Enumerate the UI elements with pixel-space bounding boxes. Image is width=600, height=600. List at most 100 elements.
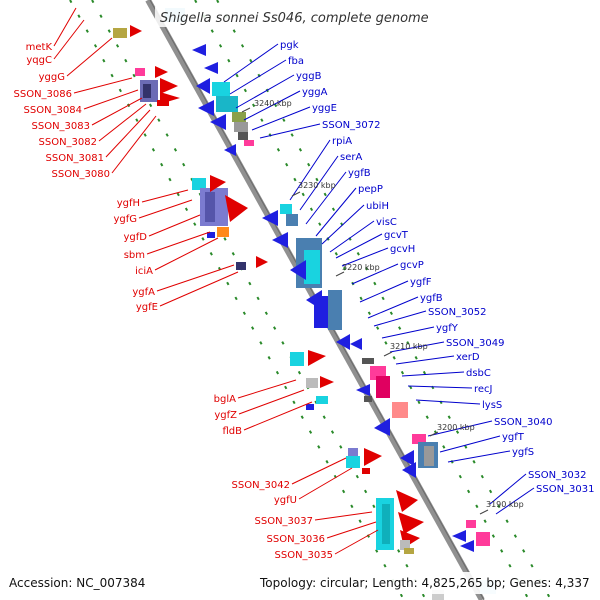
gene-label: ubiH (366, 201, 389, 212)
label-leader-line (105, 109, 151, 158)
feature-block (205, 192, 215, 222)
feature-block (306, 404, 314, 410)
gene-label: ygfG (113, 214, 137, 225)
label-leader-line (395, 355, 455, 365)
feature-arrow (356, 384, 370, 396)
label-leader-line (154, 237, 219, 271)
label-leader-line (373, 310, 427, 327)
feature-block (290, 352, 304, 366)
label-leader-line (439, 435, 501, 453)
tick-label: 3200 kbp (437, 423, 475, 432)
gene-label: ygfU (274, 495, 297, 506)
label-leader-line (243, 90, 301, 121)
feature-block (286, 214, 298, 226)
label-leader-line (159, 271, 239, 307)
footer-backdrop (0, 572, 600, 594)
tick-label: 3230 kbp (298, 181, 336, 190)
right-gene-labels: pgkfbayggByggAyggESSON_3072rpiAserAygfBp… (280, 40, 595, 495)
feature-block (280, 204, 292, 214)
gene-label: SSON_3080 (52, 169, 111, 180)
feature-block (364, 396, 372, 402)
feature-block (412, 434, 426, 444)
gene-label: ygfF (410, 277, 432, 288)
feature-block (400, 540, 410, 550)
feature-arrow (198, 100, 214, 116)
tick-mark (241, 107, 251, 113)
feature-block (304, 250, 320, 284)
gene-label: SSON_3035 (275, 550, 334, 561)
gene-label: iciA (135, 266, 153, 277)
tick-mark (479, 509, 489, 515)
label-leader-line (235, 74, 295, 109)
label-leader-line (326, 521, 377, 539)
label-leader-line (351, 263, 399, 285)
label-leader-line (381, 326, 435, 339)
label-leader-line (53, 19, 85, 60)
feature-block (392, 402, 408, 418)
gene-label: gcvT (384, 230, 409, 241)
label-leader-line (291, 457, 347, 485)
gene-label: ygfS (512, 447, 534, 458)
left-features (113, 25, 424, 554)
feature-arrow (452, 530, 466, 542)
label-leader-line (299, 155, 339, 211)
label-leader-line (289, 139, 331, 201)
tick-label: 3190 kbp (486, 500, 524, 509)
gene-label: SSON_3031 (536, 484, 595, 495)
gene-label: SSON_3037 (255, 516, 314, 527)
gene-label: dsbC (466, 368, 491, 379)
feature-arrow (290, 260, 306, 280)
feature-arrow (398, 512, 424, 534)
tick-mark (429, 431, 439, 437)
feature-block (306, 378, 318, 388)
gene-label: ygfE (136, 302, 158, 313)
genome-summary-text: Topology: circular; Length: 4,825,265 bp… (259, 576, 590, 590)
gene-label: SSON_3049 (446, 338, 505, 349)
left-gene-labels: metKyqgCyggGSSON_3086SSON_3084SSON_3083S… (14, 42, 334, 561)
feature-block (316, 396, 328, 404)
gene-label: ygfT (502, 432, 525, 443)
label-leader-line (146, 231, 211, 255)
label-leader-line (315, 187, 357, 237)
feature-arrow (272, 232, 288, 248)
tick-label: 3210 kbp (390, 342, 428, 351)
label-leader-line (111, 115, 157, 174)
feature-block (212, 82, 230, 96)
gene-label: bglA (214, 394, 236, 405)
label-leader-line (98, 103, 147, 142)
label-leader-line (148, 214, 201, 237)
feature-block (476, 532, 490, 546)
feature-arrow (210, 175, 226, 192)
label-leader-line (138, 199, 193, 219)
feature-arrow (350, 338, 362, 350)
label-leader-line (237, 379, 297, 399)
label-leader-line (66, 37, 113, 77)
right-features (165, 8, 496, 600)
feature-arrow (256, 256, 268, 268)
feature-block (424, 446, 434, 466)
map-title: Shigella sonnei Ss046, complete genome (160, 11, 429, 26)
gene-label: SSON_3082 (39, 137, 98, 148)
gene-label: SSON_3083 (32, 121, 91, 132)
label-leader-line (489, 473, 527, 505)
gene-label: ygfB (348, 168, 371, 179)
label-leader-line (334, 529, 379, 555)
feature-arrow (460, 540, 474, 552)
label-leader-line (305, 171, 347, 225)
feature-arrow (402, 462, 416, 478)
label-leader-line (401, 371, 465, 377)
accession-text: Accession: NC_007384 (9, 576, 145, 590)
gene-label: recJ (474, 384, 493, 395)
label-leader-line (335, 233, 383, 259)
feature-arrow (374, 418, 390, 436)
feature-block (348, 448, 358, 456)
label-leader-line (495, 487, 535, 515)
feature-block (346, 456, 360, 468)
label-leader-line (91, 97, 143, 126)
gene-label: visC (376, 217, 397, 228)
feature-block (238, 132, 248, 140)
feature-block (382, 504, 390, 544)
gene-label: SSON_3042 (232, 480, 291, 491)
feature-arrow (130, 25, 142, 37)
